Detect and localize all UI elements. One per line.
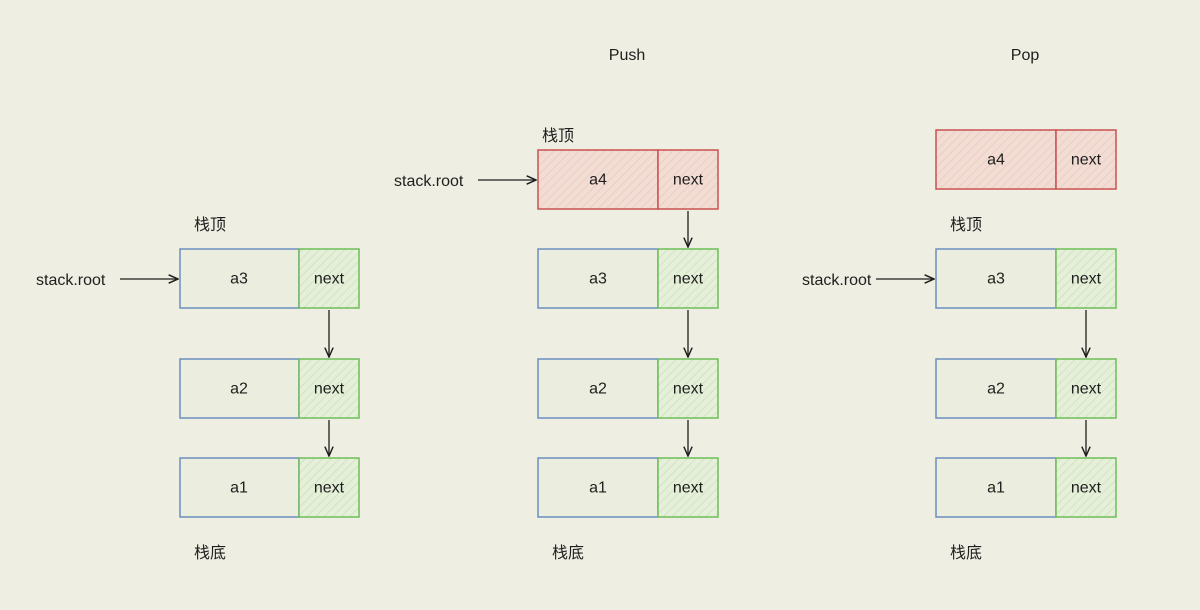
node-value: a1 xyxy=(230,480,248,497)
node-next-label: next xyxy=(314,480,345,497)
node-next-label: next xyxy=(314,381,345,398)
node-value: a4 xyxy=(589,172,607,189)
node-value: a2 xyxy=(589,381,607,398)
node-next-box xyxy=(657,149,719,210)
node-next-label: next xyxy=(1071,271,1102,288)
stack-node: a1 next xyxy=(935,457,1117,518)
push-stack: 栈顶 stack.root a4 next a3 next a2 next a xyxy=(394,127,719,562)
stack-top-label: 栈顶 xyxy=(194,216,226,234)
stack-top-label: 栈顶 xyxy=(542,127,574,145)
node-next-box xyxy=(657,457,719,518)
node-next-label: next xyxy=(1071,152,1102,169)
initial-stack: 栈顶 stack.root a3 next a2 next a1 next 栈底 xyxy=(36,216,360,562)
node-value-box xyxy=(537,358,659,419)
node-next-label: next xyxy=(673,480,704,497)
stack-node-pushed: a4 next xyxy=(537,149,719,210)
node-next-label: next xyxy=(673,381,704,398)
node-value: a1 xyxy=(589,480,607,497)
pop-title: Pop xyxy=(1011,47,1040,64)
popped-node: a4 next xyxy=(935,129,1117,190)
node-value-box xyxy=(935,129,1057,190)
stack-root-label: stack.root xyxy=(802,272,872,289)
stack-top-label: 栈顶 xyxy=(950,216,982,234)
stack-node: a3 next xyxy=(537,248,719,309)
node-next-box xyxy=(1055,358,1117,419)
node-value: a4 xyxy=(987,152,1005,169)
stack-root-label: stack.root xyxy=(36,272,106,289)
node-next-label: next xyxy=(673,271,704,288)
node-next-label: next xyxy=(673,172,704,189)
node-next-box xyxy=(1055,248,1117,309)
stack-root-label: stack.root xyxy=(394,173,464,190)
stack-node: a3 next xyxy=(179,248,360,309)
node-value-box xyxy=(537,457,659,518)
node-value: a3 xyxy=(230,271,248,288)
node-next-box xyxy=(657,358,719,419)
node-next-box xyxy=(298,248,360,309)
node-value: a2 xyxy=(230,381,248,398)
stack-bottom-label: 栈底 xyxy=(194,544,226,562)
node-value-box xyxy=(935,358,1057,419)
node-next-label: next xyxy=(1071,381,1102,398)
node-value-box xyxy=(935,457,1057,518)
node-value-box xyxy=(935,248,1057,309)
push-title: Push xyxy=(609,47,645,64)
stack-bottom-label: 栈底 xyxy=(950,544,982,562)
node-value: a2 xyxy=(987,381,1005,398)
node-next-box xyxy=(1055,129,1117,190)
node-next-box xyxy=(1055,457,1117,518)
node-value: a1 xyxy=(987,480,1005,497)
node-next-box xyxy=(298,358,360,419)
node-value-box xyxy=(179,457,300,518)
node-next-label: next xyxy=(1071,480,1102,497)
node-value: a3 xyxy=(589,271,607,288)
node-next-box xyxy=(657,248,719,309)
node-value: a3 xyxy=(987,271,1005,288)
stack-node: a2 next xyxy=(537,358,719,419)
stack-node: a1 next xyxy=(179,457,360,518)
node-value-box xyxy=(179,358,300,419)
pop-stack: a4 next 栈顶 stack.root a3 next a2 next a1… xyxy=(802,129,1117,562)
stack-node: a2 next xyxy=(179,358,360,419)
node-next-box xyxy=(298,457,360,518)
stack-node: a3 next xyxy=(935,248,1117,309)
node-value-box xyxy=(537,248,659,309)
stack-node: a1 next xyxy=(537,457,719,518)
stack-bottom-label: 栈底 xyxy=(552,544,584,562)
node-next-label: next xyxy=(314,271,345,288)
stack-node: a2 next xyxy=(935,358,1117,419)
